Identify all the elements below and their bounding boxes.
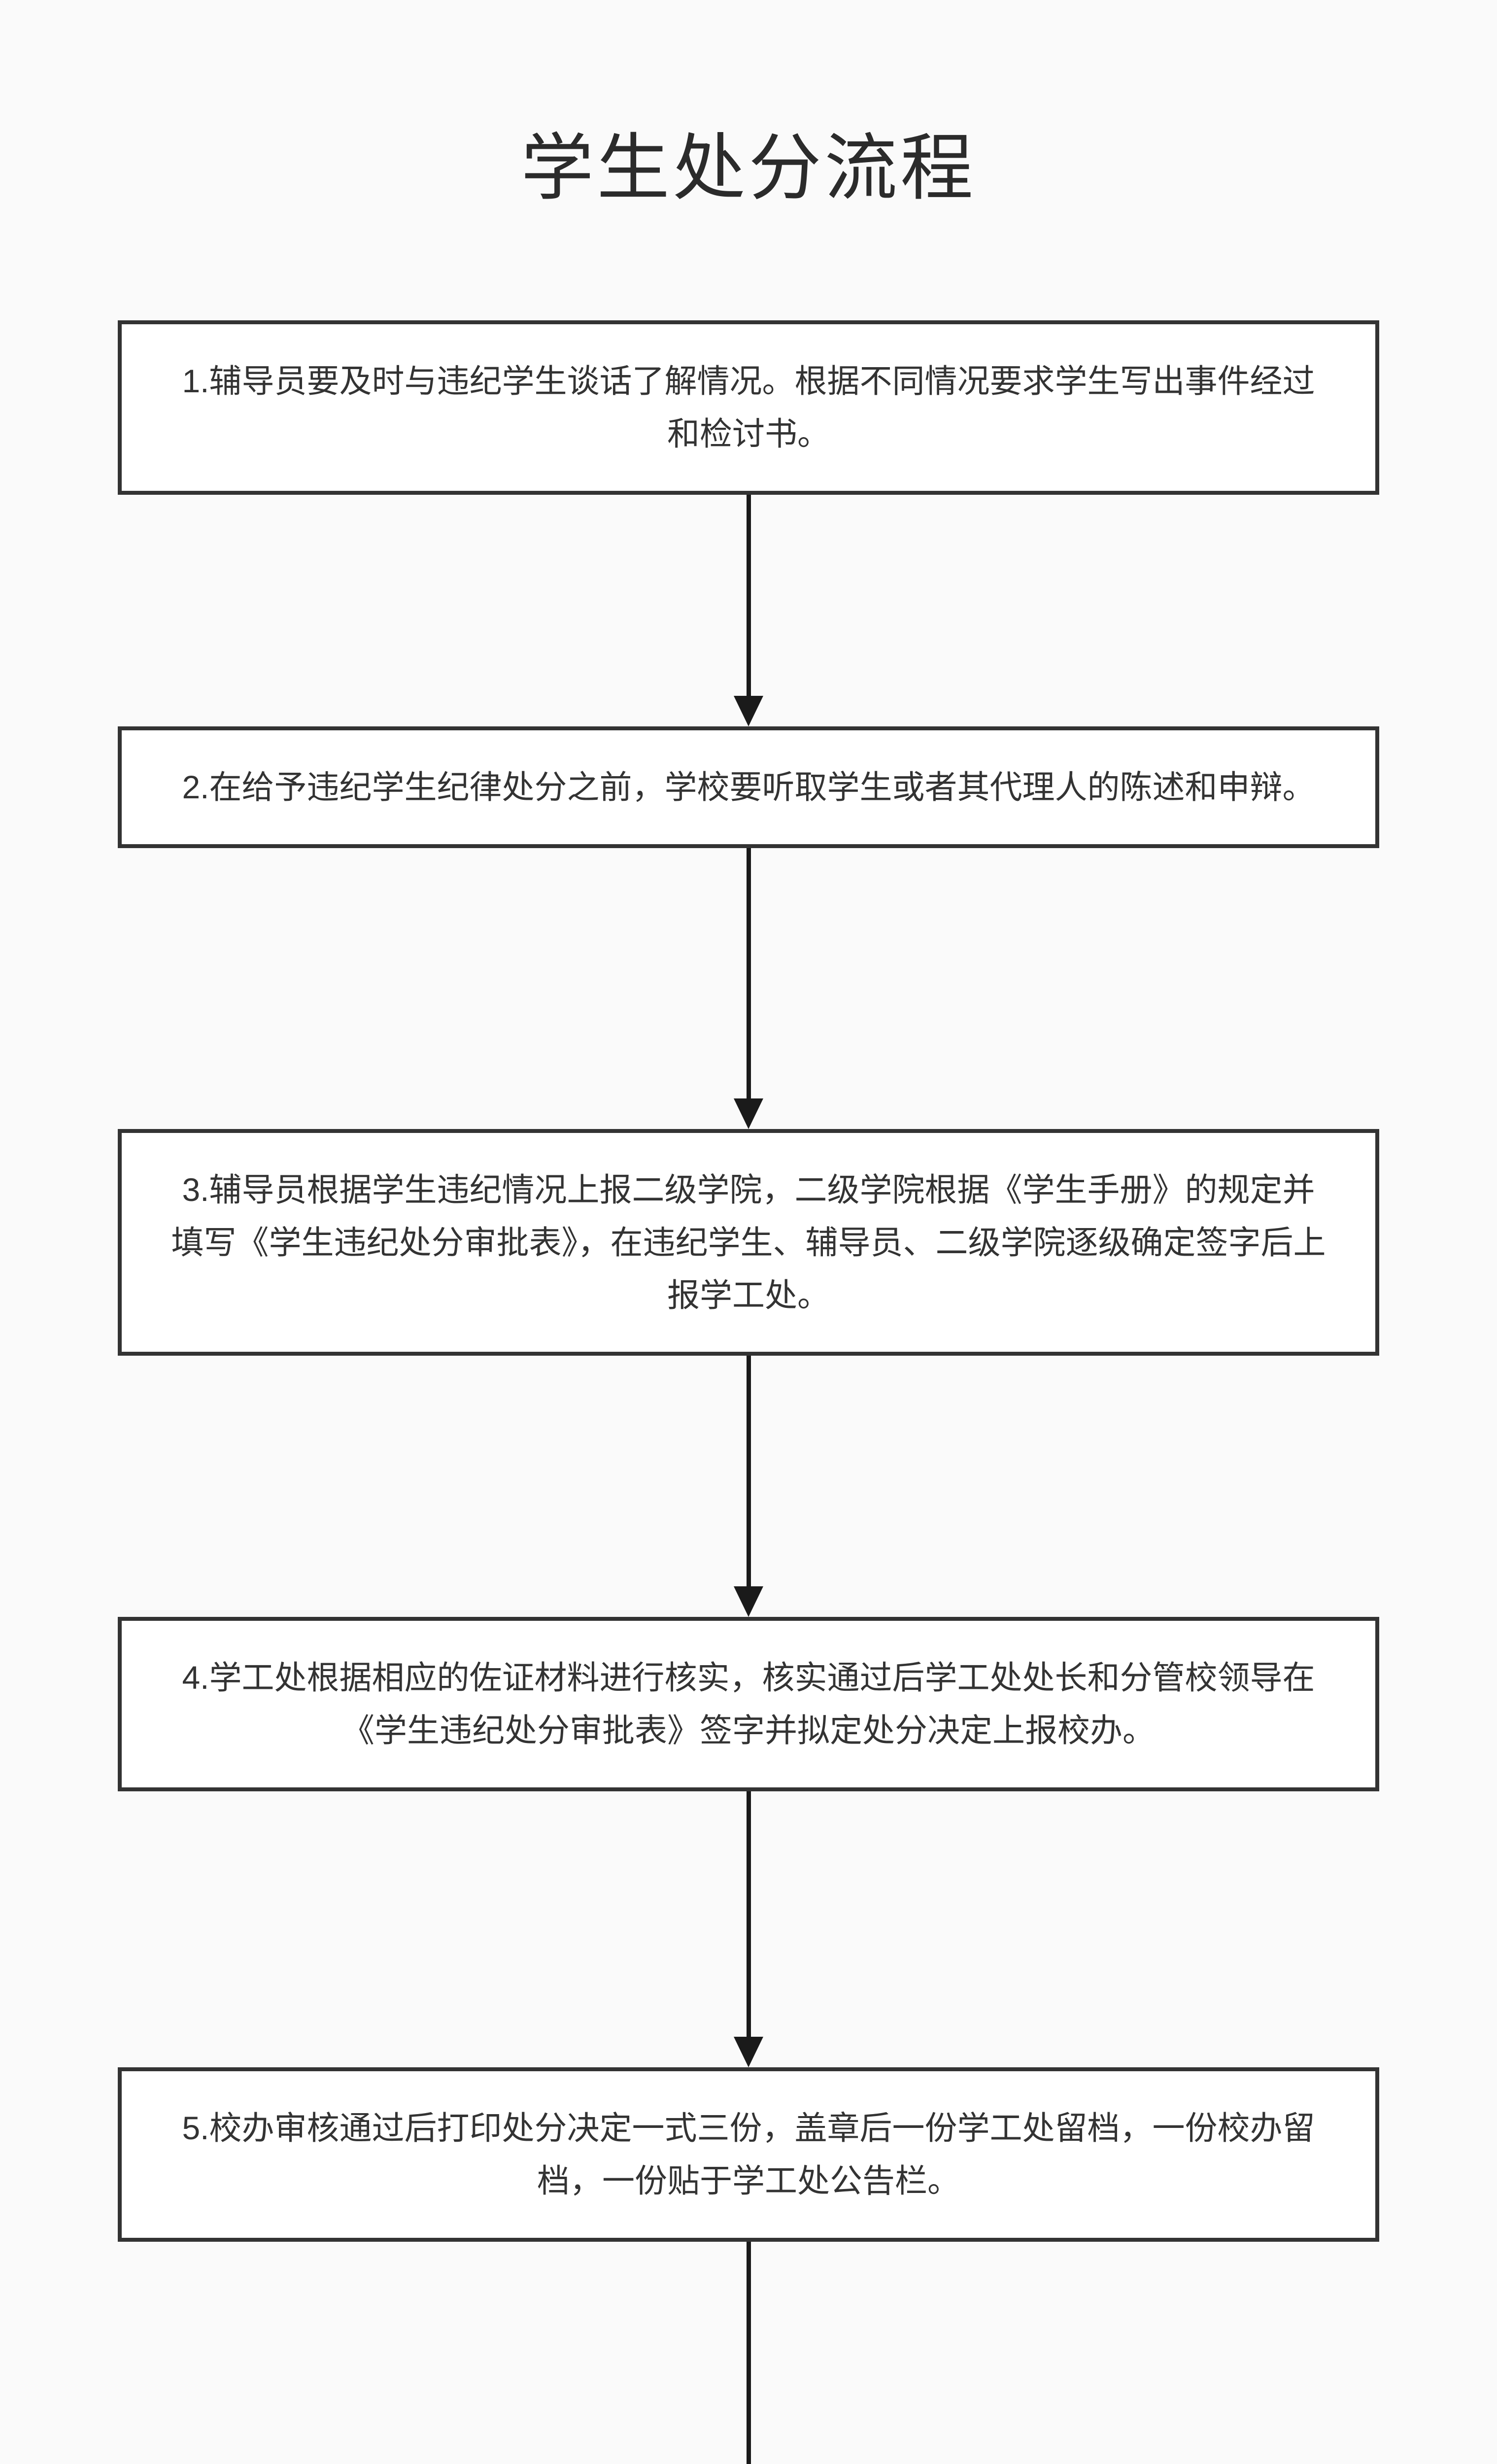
flow-connector-4: [734, 1791, 763, 2068]
arrow-down-icon: [734, 695, 763, 726]
flow-step-4: 4.学工处根据相应的佐证材料进行核实，核实通过后学工处处长和分管校领导在《学生违…: [118, 1617, 1379, 1792]
flowchart: 1.辅导员要及时与违纪学生谈话了解情况。根据不同情况要求学生写出事件经过和检讨书…: [0, 320, 1497, 2464]
flow-step-2-text: 2.在给予违纪学生纪律处分之前，学校要听取学生或者其代理人的陈述和申辩。: [182, 768, 1315, 805]
arrow-down-icon: [734, 2037, 763, 2068]
flow-step-5: 5.校办审核通过后打印处分决定一式三份，盖章后一份学工处留档，一份校办留档，一份…: [118, 2067, 1379, 2242]
flow-step-2: 2.在给予违纪学生纪律处分之前，学校要听取学生或者其代理人的陈述和申辩。: [118, 726, 1379, 848]
flow-step-5-text: 5.校办审核通过后打印处分决定一式三份，盖章后一份学工处留档，一份校办留档，一份…: [182, 2110, 1315, 2199]
arrow-down-icon: [734, 1098, 763, 1129]
flow-connector-3: [734, 1356, 763, 1617]
arrow-line: [746, 848, 751, 1099]
arrow-line: [746, 1356, 751, 1588]
flow-step-1-text: 1.辅导员要及时与违纪学生谈话了解情况。根据不同情况要求学生写出事件经过和检讨书…: [182, 363, 1315, 452]
flow-step-3: 3.辅导员根据学生违纪情况上报二级学院，二级学院根据《学生手册》的规定并填写《学…: [118, 1129, 1379, 1356]
flow-step-3-text: 3.辅导员根据学生违纪情况上报二级学院，二级学院根据《学生手册》的规定并填写《学…: [171, 1171, 1326, 1313]
flow-step-4-text: 4.学工处根据相应的佐证材料进行核实，核实通过后学工处处长和分管校领导在《学生违…: [182, 1659, 1315, 1749]
arrow-line: [746, 494, 751, 697]
page-title: 学生处分流程: [521, 128, 976, 209]
arrow-line: [746, 1791, 751, 2038]
flow-connector-1: [734, 494, 763, 726]
arrow-line: [746, 2242, 751, 2464]
flow-step-1: 1.辅导员要及时与违纪学生谈话了解情况。根据不同情况要求学生写出事件经过和检讨书…: [118, 320, 1379, 495]
flow-connector-2: [734, 848, 763, 1129]
arrow-down-icon: [734, 1586, 763, 1617]
flow-connector-5: [734, 2242, 763, 2464]
